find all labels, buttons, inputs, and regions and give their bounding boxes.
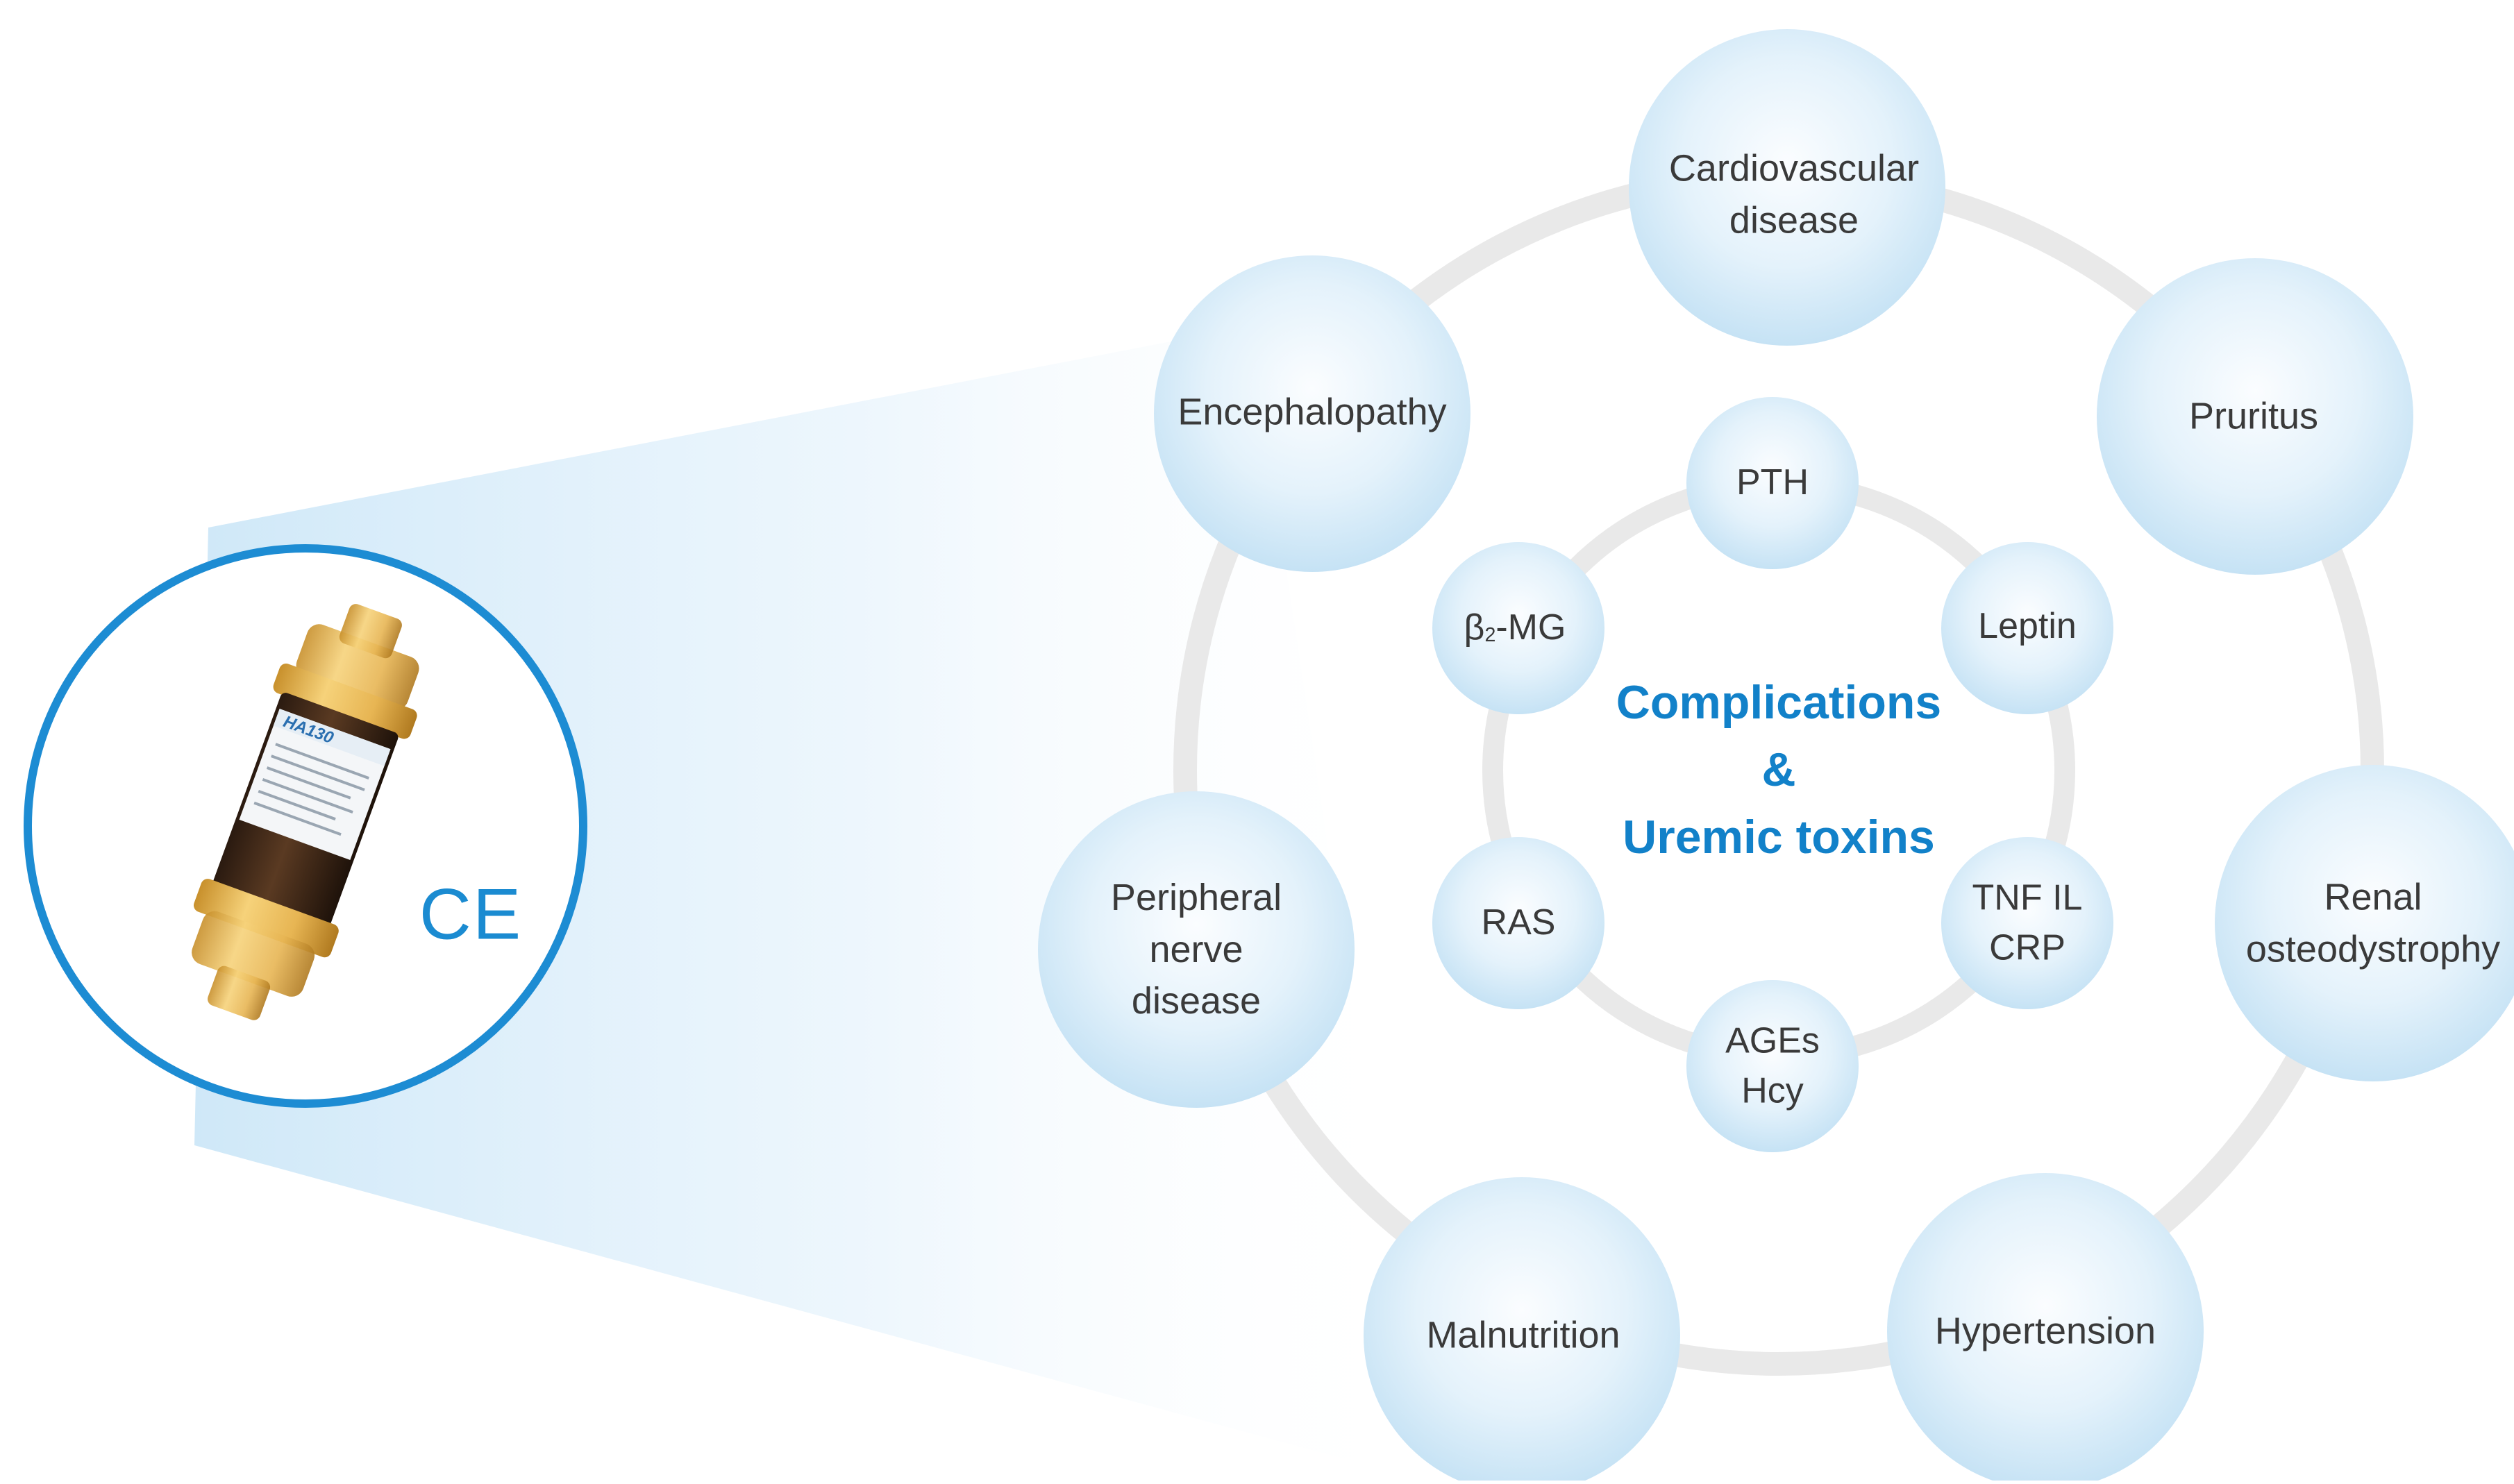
label-line: nerve [1149, 928, 1243, 970]
label-line: Hypertension [1934, 1310, 2156, 1352]
bubble-ages-hcy [1686, 980, 1859, 1152]
bubble-peripheral-nerve-disease [1038, 791, 1355, 1108]
label-malnutrition: Malnutrition [1426, 1310, 1620, 1362]
label-line: CRP [1989, 927, 2065, 968]
label-subscript: 2 [1484, 623, 1496, 646]
bubble-cardiovascular [1629, 29, 1945, 346]
label-line: AGEs [1725, 1020, 1820, 1061]
label-line: Pruritus [2188, 395, 2319, 437]
label-line: Hcy [1741, 1070, 1804, 1111]
bubble-tnf-il-crp [1941, 837, 2113, 1009]
label-pruritus: Pruritus [2189, 391, 2318, 443]
center-title: Complications & Uremic toxins [1616, 669, 1942, 872]
bubble-ras [1432, 837, 1604, 1009]
label-ages-hcy: AGEs Hcy [1725, 1016, 1820, 1116]
label-line: Peripheral [1110, 877, 1282, 919]
cartridge-icon: HA130 [192, 604, 419, 1020]
bubble-leptin [1941, 542, 2113, 714]
label-line: TNF IL [1972, 877, 2083, 918]
center-title-line3: Uremic toxins [1623, 811, 1935, 864]
label-beta2-mg: β2-MG [1464, 603, 1566, 653]
label-ras: RAS [1482, 898, 1556, 948]
ce-mark: CE [419, 874, 523, 955]
label-line: osteodystrophy [2245, 928, 2501, 970]
label-pth: PTH [1736, 458, 1809, 508]
label-line: disease [1131, 980, 1262, 1022]
label-suffix: -MG [1495, 607, 1566, 648]
label-line: disease [1729, 199, 1859, 241]
bubble-renal-osteodystrophy [2215, 765, 2514, 1081]
label-tnf-il-crp: TNF IL CRP [1972, 873, 2083, 973]
label-hypertension: Hypertension [1935, 1306, 2156, 1358]
bubble-malnutrition [1364, 1177, 1680, 1484]
center-title-line2: & [1761, 743, 1796, 797]
label-line: Leptin [1978, 606, 2077, 647]
label-cardiovascular: Cardiovascular disease [1669, 142, 1919, 246]
label-encephalopathy: Encephalopathy [1178, 387, 1446, 439]
label-line: Cardiovascular [1668, 147, 1920, 189]
label-line: Encephalopathy [1178, 391, 1447, 433]
label-line: RAS [1481, 902, 1556, 943]
bubble-encephalopathy [1154, 255, 1470, 572]
label-leptin: Leptin [1978, 602, 2077, 652]
light-beam [194, 326, 1423, 1481]
label-renal-osteodystrophy: Renal osteodystrophy [2246, 871, 2500, 975]
label-peripheral-nerve-disease: Peripheral nerve disease [1111, 872, 1282, 1027]
label-line: Malnutrition [1426, 1314, 1620, 1356]
bubble-pth [1686, 397, 1859, 569]
bubble-hypertension [1887, 1173, 2204, 1484]
center-title-line1: Complications [1616, 676, 1942, 730]
bubble-beta2-mg [1432, 542, 1604, 714]
bubble-pruritus [2097, 258, 2413, 575]
label-line: Renal [2324, 876, 2422, 918]
label-beta-symbol: β [1464, 607, 1485, 648]
label-line: PTH [1736, 462, 1809, 503]
